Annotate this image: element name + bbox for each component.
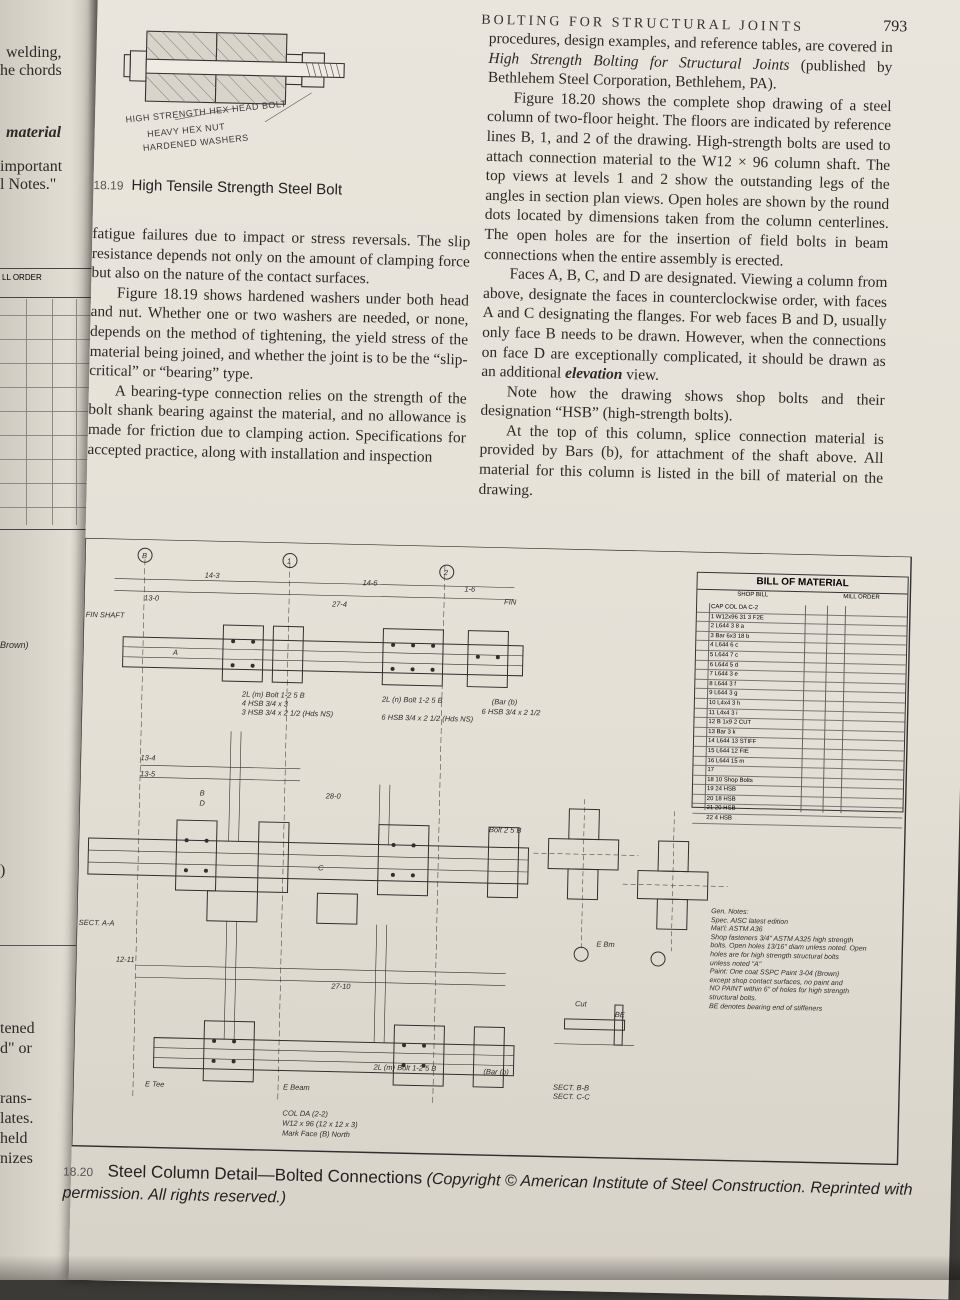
- face-label: D: [199, 798, 205, 808]
- column-mark: Mark Face (B) North: [281, 1128, 351, 1140]
- paragraph: Figure 18.19 shows hardened washers unde…: [89, 284, 470, 383]
- right-text-column: procedures, design examples, and referen…: [478, 29, 893, 508]
- figure-number: 18.19: [93, 177, 124, 193]
- dimension-label: 28-0: [325, 791, 341, 801]
- general-notes: Gen. Notes: Spec. AISC latest edition Ma…: [709, 908, 901, 1015]
- fin-label: FIN: [504, 597, 517, 607]
- figure-title: Steel Column Detail—Bolted Connections: [107, 1161, 423, 1188]
- bolt-note: 6 HSB 3/4 x 2 1/2: [481, 706, 541, 718]
- page-shadow: [0, 1255, 960, 1280]
- facing-table-header: LL ORDER: [0, 269, 96, 298]
- book-page: BOLTING FOR STRUCTURAL JOINTS 793 HIGH S…: [62, 0, 960, 1300]
- figure-18-19-caption: 18.19 High Tensile Strength Steel Bolt: [93, 176, 342, 199]
- paragraph: At the top of this column, splice connec…: [478, 422, 885, 499]
- bill-of-material: BILL OF MATERIAL SHOP BILL MILL ORDER CA…: [691, 571, 909, 829]
- bom-title: BILL OF MATERIAL: [697, 572, 908, 595]
- facing-text: material: [6, 124, 62, 141]
- paragraph: procedures, design examples, and referen…: [487, 29, 893, 93]
- section-label: SECT. C-C: [552, 1091, 590, 1102]
- bolt-note: Bolt 2 5 B: [488, 825, 522, 835]
- paragraph: fatigue failures due to impact or stress…: [91, 224, 471, 288]
- facing-table: LL ORDER: [0, 268, 97, 530]
- paragraph: Figure 18.20 shows the complete shop dra…: [483, 89, 892, 270]
- figure-number: 18.20: [62, 1164, 94, 1180]
- section-label: SECT. A-A: [78, 917, 115, 928]
- paragraph: Faces A, B, C, and D are designated. Vie…: [481, 265, 888, 384]
- ref-line-2: 2: [443, 568, 449, 578]
- figure-title: High Tensile Strength Steel Bolt: [131, 176, 343, 199]
- facing-text: nizes: [0, 1150, 33, 1167]
- face-label: C: [317, 863, 324, 873]
- dimension-label: 27-10: [331, 981, 351, 992]
- dimension-label: 27-4: [331, 599, 348, 609]
- shop-bill-header: SHOP BILL: [737, 591, 769, 599]
- facing-text: welding,: [6, 44, 62, 61]
- dimension-label: 1-6: [464, 584, 476, 594]
- bolt-note: 2L (n) Bolt 1-2 5 B: [381, 694, 443, 706]
- column-mark: W12 x 96 (12 x 12 x 3): [282, 1118, 358, 1130]
- facing-text: ): [0, 862, 6, 879]
- emphasis: elevation: [564, 364, 623, 384]
- face-label: B: [199, 788, 205, 798]
- page-number: 793: [883, 17, 908, 36]
- facing-text: he chords: [0, 62, 62, 79]
- facing-text: l Notes.": [0, 176, 57, 193]
- bolt-illustration: [123, 30, 345, 123]
- facing-text: tened: [0, 1020, 35, 1037]
- fin-shaft-label: FIN SHAFT: [85, 609, 125, 620]
- be-label: BE: [614, 1010, 625, 1020]
- beam-label: E Beam: [282, 1082, 310, 1093]
- dimension-label: 12-11: [115, 954, 135, 965]
- paragraph: A bearing-type connection relies on the …: [87, 382, 467, 466]
- mill-order-header: MILL ORDER: [843, 594, 880, 601]
- facing-text: important: [0, 158, 63, 175]
- bolt-note: 2L (m) Bolt 1-2 5 B: [373, 1062, 437, 1073]
- beam-label: E Bm: [596, 939, 615, 949]
- tee-label: E Tee: [144, 1079, 165, 1089]
- column-detail-lines: [70, 537, 912, 1166]
- bolt-figure: HIGH STRENGTH HEX HEAD BOLT HEAVY HEX NU…: [114, 10, 358, 175]
- cut-label: Cut: [574, 999, 587, 1009]
- bar-label: (Bar (b): [483, 1067, 509, 1077]
- face-label: A: [172, 647, 178, 657]
- shop-drawing: 14-3 14-6 1-6 13-0 27-4 FIN SHAFT FIN B …: [70, 537, 916, 1169]
- ref-line-b: B: [141, 551, 148, 561]
- left-text-column: fatigue failures due to impact or stress…: [87, 224, 470, 468]
- dimension-label: 14-3: [204, 570, 220, 580]
- bar-label: (Bar (b): [491, 697, 518, 707]
- dimension-label: 13-4: [140, 753, 156, 763]
- dimension-label: 14-6: [362, 578, 378, 588]
- column-mark: COL DA (2-2): [282, 1108, 328, 1119]
- facing-text: lates.: [0, 1110, 34, 1127]
- facing-text: rans-: [0, 1090, 32, 1107]
- facing-text: held: [0, 1130, 28, 1147]
- figure-18-20-caption: 18.20 Steel Column Detail—Bolted Connect…: [62, 1160, 923, 1224]
- dimension-label: 13-0: [144, 593, 160, 603]
- dimension-label: 13-5: [140, 769, 156, 779]
- ref-line-1: 1: [286, 556, 292, 566]
- facing-text: Brown): [0, 640, 29, 650]
- facing-text: d" or: [0, 1040, 32, 1057]
